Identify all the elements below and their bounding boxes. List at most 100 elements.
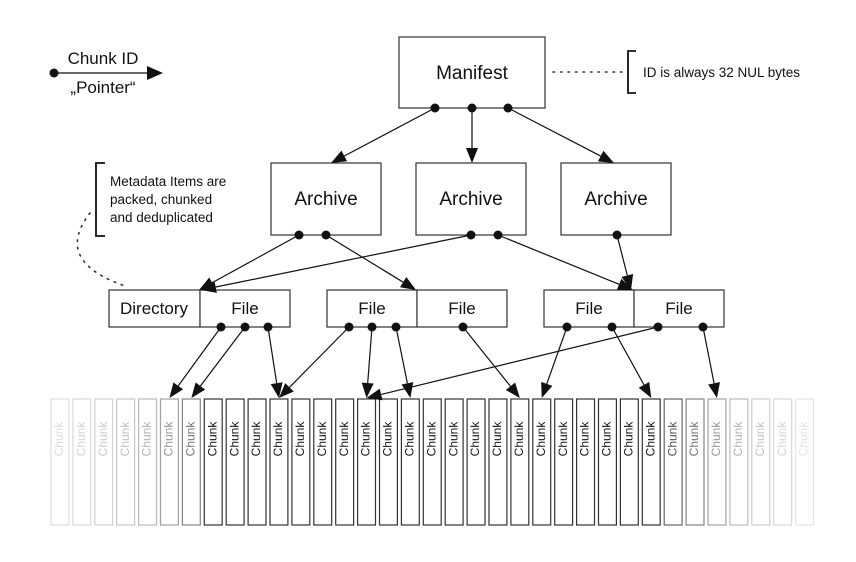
chunk: Chunk [510,398,530,526]
chunk-box [269,398,289,526]
pointer-arrowhead [400,277,416,290]
chunk-box [378,398,398,526]
pointer-origin-dot [698,322,708,332]
metadata-note-line-3: and deduplicated [110,210,213,225]
manifest-note-text: ID is always 32 NUL bytes [643,65,800,80]
pointer-arrowhead [708,382,720,398]
pointer [391,322,414,398]
item-file-3: File [416,289,508,328]
chunk: Chunk [247,398,267,526]
chunk-label: Chunk [424,421,438,457]
manifest-label: Manifest [436,63,509,84]
chunk: Chunk [94,398,114,526]
pointer [493,230,633,290]
file-label: File [665,299,692,318]
chunk-box [291,398,311,526]
chunk: Chunk [444,398,464,526]
chunk: Chunk [597,398,617,526]
pointer [201,230,476,293]
chunk: Chunk [72,398,92,526]
chunk-box [159,398,179,526]
chunk-label: Chunk [600,421,614,457]
chunk-label: Chunk [534,421,548,457]
archive-box [415,162,527,236]
chunk-box [488,398,508,526]
chunk: Chunk [575,398,596,526]
pointer-arrowhead [466,148,478,163]
chunk-box [794,398,815,526]
directory-box [108,289,201,328]
chunk-box [575,398,596,526]
pointer [169,322,226,398]
chunk-label: Chunk [709,421,723,457]
chunk: Chunk [138,398,158,526]
pointer [458,322,520,398]
chunk: Chunk [203,398,223,526]
chunk: Chunk [751,398,771,526]
chunk-label: Chunk [490,421,504,457]
metadata-note-leader [76,212,129,288]
pointer-origin-dot [344,322,354,332]
chunk-label: Chunk [381,421,395,457]
chunk-label: Chunk [643,421,657,457]
file-label: File [575,299,602,318]
chunk: Chunk [422,398,442,526]
chunk-label: Chunk [74,421,88,457]
chunk-box [94,398,114,526]
pointer-arrowhead [278,383,294,398]
pointer-line [215,234,472,288]
pointer-origin-dot [458,322,468,332]
archive-node-3: Archive [560,162,672,236]
legend: Chunk ID „Pointer“ [49,49,163,97]
pointer-line [211,234,300,284]
chunk: Chunk [488,398,508,526]
pointer-line [546,326,568,385]
chunk-label: Chunk [271,421,285,457]
chunk: Chunk [466,398,486,526]
pointer-line [702,326,715,384]
item-file-5: File [633,289,725,328]
pointer-origin-dot [240,322,250,332]
chunk-label: Chunk [96,421,110,457]
chunk-box [773,398,793,526]
pointer-line [616,234,628,276]
pointer-line [395,326,408,384]
chunk-box [663,398,683,526]
pointer-arrowhead [638,381,652,398]
archive-box [270,162,382,236]
pointer [503,103,614,163]
item-file-2: File [326,289,418,328]
chunk-label: Chunk [753,421,767,457]
pointer-arrowhead [361,382,374,398]
chunk-box [138,398,158,526]
chunk-label: Chunk [731,421,745,457]
pointer-line [199,326,246,387]
metadata-note-bracket [95,162,105,237]
pointer-origin-dot [653,322,663,332]
chunk-label: Chunk [556,421,570,457]
chunk-box [685,398,705,526]
metadata-note: Metadata Items are packed, chunked and d… [76,162,226,288]
metadata-note-line-1: Metadata Items are [110,174,226,189]
pointer-line [462,326,511,387]
chunk: Chunk [291,398,311,526]
chunk-box [181,398,201,526]
pointer [321,230,416,290]
pointer-arrowhead [201,281,217,293]
chunk: Chunk [685,398,705,526]
pointer-origin-dot [467,103,477,113]
chunk-box [116,398,136,526]
chunk-label: Chunk [118,421,132,457]
file-label: File [448,299,475,318]
chunk: Chunk [159,398,179,526]
chunk-label: Chunk [52,421,66,457]
pointer-origin-dot [391,322,401,332]
chunk-box [554,398,574,526]
archive-label: Archive [439,189,502,210]
pointer [361,322,377,398]
file-box [543,289,635,328]
pointer-line [177,326,222,387]
pointer-line [367,326,373,384]
chunk-box [335,398,355,526]
chunk-label: Chunk [797,421,811,457]
